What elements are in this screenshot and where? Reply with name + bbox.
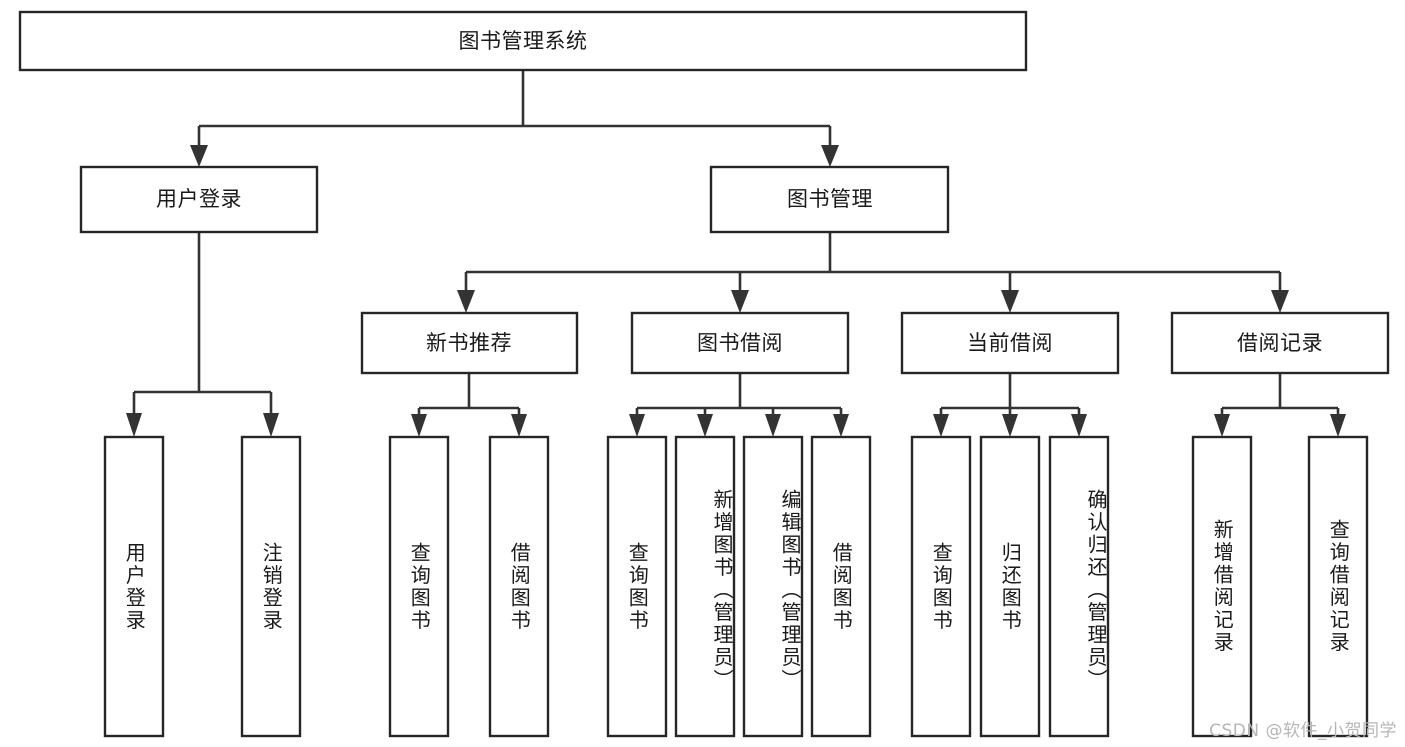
arrow-head-icon bbox=[190, 145, 208, 167]
arrow-head-icon bbox=[731, 290, 749, 313]
leaf-box-currentborrow-2[interactable] bbox=[979, 435, 1041, 738]
arrow-head-icon bbox=[263, 413, 279, 437]
arrow-head-icon bbox=[1002, 414, 1018, 437]
arrow-head-icon bbox=[1001, 290, 1019, 313]
leaf-box-borrowrecord-2[interactable] bbox=[1307, 435, 1369, 738]
node-user-login-label: 用户登录 bbox=[156, 187, 242, 211]
leaf-box-newbook-2[interactable] bbox=[488, 435, 550, 738]
connector-borrowrecord-to-leaves bbox=[1214, 373, 1346, 437]
node-current-borrow-label: 当前借阅 bbox=[967, 331, 1053, 355]
leaf-box-bookborrow-2[interactable] bbox=[674, 435, 736, 738]
arrow-head-icon bbox=[411, 414, 427, 437]
node-borrow-record[interactable]: 借阅记录 bbox=[1170, 311, 1390, 375]
node-book-management-label: 图书管理 bbox=[787, 187, 873, 211]
arrow-head-icon bbox=[1330, 414, 1346, 437]
leaf-box-currentborrow-1[interactable] bbox=[910, 435, 972, 738]
node-root-system[interactable]: 图书管理系统 bbox=[18, 10, 1028, 72]
connector-newbook-to-leaves bbox=[411, 373, 527, 437]
connector-bookmgmt-to-level2 bbox=[457, 232, 1289, 313]
connector-userlogin-to-leaves bbox=[126, 232, 279, 437]
node-current-borrow[interactable]: 当前借阅 bbox=[900, 311, 1120, 375]
arrow-head-icon bbox=[1071, 414, 1087, 437]
arrow-head-icon bbox=[765, 414, 781, 437]
connector-bookborrow-to-leaves bbox=[629, 373, 849, 437]
leaf-box-newbook-1[interactable] bbox=[388, 435, 450, 738]
arrow-head-icon bbox=[511, 414, 527, 437]
leaf-box-borrowrecord-1[interactable] bbox=[1191, 435, 1253, 738]
node-new-book-recommend-label: 新书推荐 bbox=[426, 331, 512, 355]
node-book-borrow-label: 图书借阅 bbox=[697, 331, 783, 355]
arrow-head-icon bbox=[1214, 414, 1230, 437]
arrow-head-icon bbox=[1271, 290, 1289, 313]
arrow-head-icon bbox=[126, 413, 142, 437]
node-user-login[interactable]: 用户登录 bbox=[79, 165, 319, 234]
arrow-head-icon bbox=[821, 145, 839, 167]
connector-root-to-level1 bbox=[190, 70, 839, 167]
arrow-head-icon bbox=[457, 290, 475, 313]
node-book-management[interactable]: 图书管理 bbox=[709, 165, 950, 234]
leaf-box-bookborrow-3[interactable] bbox=[742, 435, 804, 738]
connector-currentborrow-to-leaves bbox=[933, 373, 1087, 437]
arrow-head-icon bbox=[833, 414, 849, 437]
watermark-text: CSDN @软件_小贺同学 bbox=[1209, 721, 1397, 741]
leaf-box-bookborrow-4[interactable] bbox=[810, 435, 872, 738]
node-root-label: 图书管理系统 bbox=[459, 29, 588, 53]
leaf-box-currentborrow-3[interactable] bbox=[1048, 435, 1110, 738]
node-new-book-recommend[interactable]: 新书推荐 bbox=[360, 311, 579, 375]
arrow-head-icon bbox=[697, 414, 713, 437]
leaf-box-user-login-1[interactable] bbox=[103, 435, 165, 738]
leaf-box-user-login-2[interactable] bbox=[240, 435, 302, 738]
node-borrow-record-label: 借阅记录 bbox=[1237, 331, 1323, 355]
leaf-box-bookborrow-1[interactable] bbox=[606, 435, 668, 738]
arrow-head-icon bbox=[933, 414, 949, 437]
node-book-borrow[interactable]: 图书借阅 bbox=[630, 311, 850, 375]
arrow-head-icon bbox=[629, 414, 645, 437]
